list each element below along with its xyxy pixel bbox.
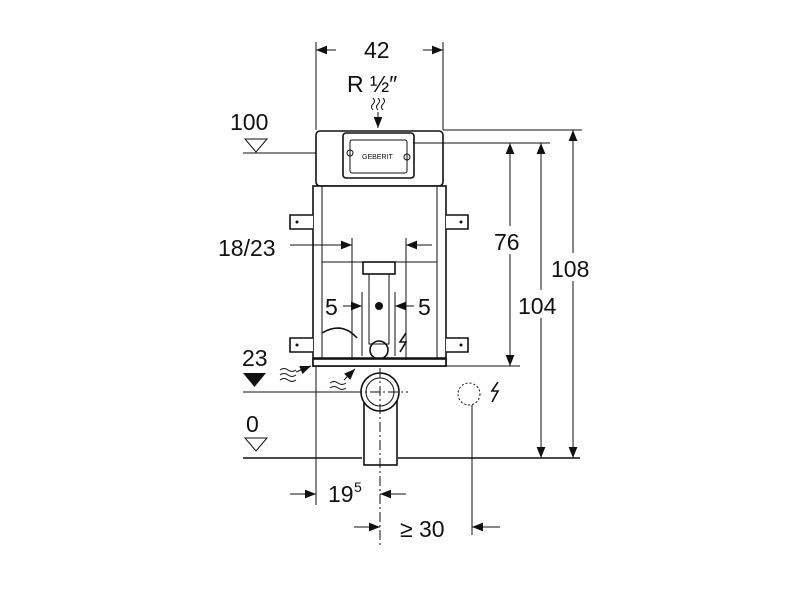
- electric-icon: [398, 332, 408, 353]
- svg-text:76: 76: [494, 229, 520, 255]
- svg-text:23: 23: [242, 345, 268, 371]
- height-dimensions: 76 104 108: [413, 129, 598, 458]
- installation-frame: GEBERIT: [289, 130, 469, 367]
- water-supply-icon: [371, 97, 385, 128]
- svg-text:108: 108: [551, 256, 589, 282]
- electric-box-icon: [457, 381, 500, 535]
- svg-text:18/23: 18/23: [218, 235, 276, 261]
- svg-text:42: 42: [364, 37, 390, 63]
- drain-pipe: [352, 368, 408, 545]
- svg-text:GEBERIT: GEBERIT: [362, 154, 393, 161]
- svg-text:5: 5: [418, 294, 431, 320]
- svg-text:5: 5: [325, 294, 338, 320]
- bottom-dimensions: 19 5 ≥ 30: [290, 366, 500, 542]
- flush-dimensions: 18/23 5 5: [218, 235, 432, 360]
- width-dimension: 42 R ½″: [315, 37, 444, 130]
- svg-text:19: 19: [328, 481, 354, 507]
- svg-text:R ½″: R ½″: [347, 71, 397, 97]
- level-marks: 100 23 0: [230, 109, 580, 459]
- svg-text:104: 104: [518, 293, 557, 319]
- svg-text:≥ 30: ≥ 30: [400, 516, 445, 542]
- svg-text:100: 100: [230, 109, 268, 135]
- svg-text:5: 5: [354, 479, 362, 495]
- svg-text:0: 0: [246, 411, 259, 437]
